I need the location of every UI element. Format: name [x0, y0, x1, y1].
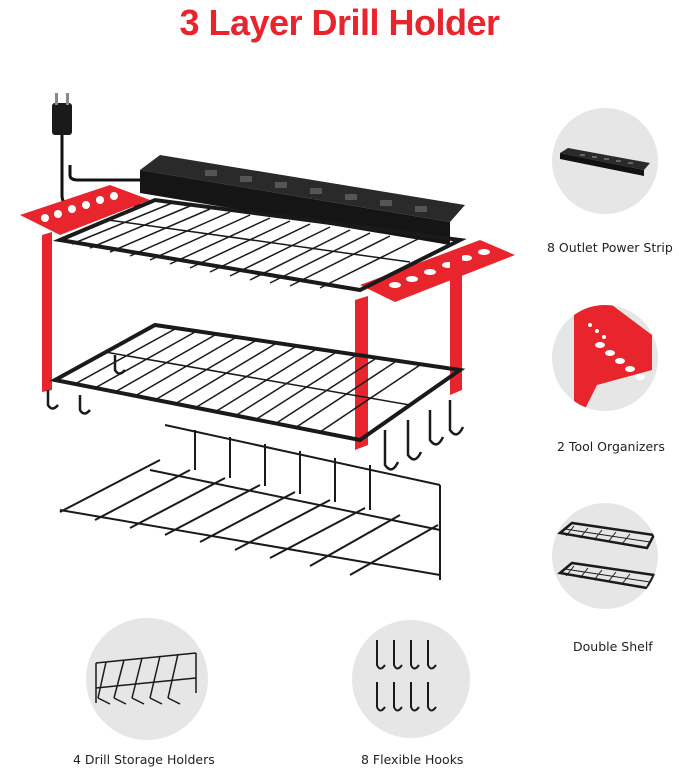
power-strip-caption: 8 Outlet Power Strip [547, 240, 673, 255]
hook-icon [376, 640, 437, 712]
drill-holder-thumbnail [86, 618, 208, 740]
right-tool-organizer [355, 240, 515, 450]
page-title: 3 Layer Drill Holder [179, 2, 500, 43]
product-illustration [0, 70, 530, 610]
lower-shelf [49, 322, 466, 443]
tool-organizer-thumbnail [552, 305, 658, 411]
left-tool-organizer [20, 185, 150, 392]
double-shelf-thumbnail [552, 503, 658, 609]
upper-shelf [52, 197, 467, 293]
hooks [46, 355, 465, 471]
plug-icon [52, 93, 72, 135]
hooks-thumbnail [352, 620, 470, 738]
wire-shelf-icon [557, 521, 656, 590]
power-strip [140, 155, 465, 245]
power-strip-thumbnail [552, 108, 658, 214]
drill-holder-caption: 4 Drill Storage Holders [73, 752, 215, 767]
power-strip-icon [560, 148, 650, 176]
tool-organizer-icon [574, 305, 652, 411]
tool-organizer-caption: 2 Tool Organizers [557, 439, 665, 454]
drill-holder-rack [59, 424, 441, 580]
double-shelf-caption: Double Shelf [573, 639, 653, 654]
hooks-caption: 8 Flexible Hooks [361, 752, 464, 767]
drill-holder-rack-icon [95, 652, 197, 705]
